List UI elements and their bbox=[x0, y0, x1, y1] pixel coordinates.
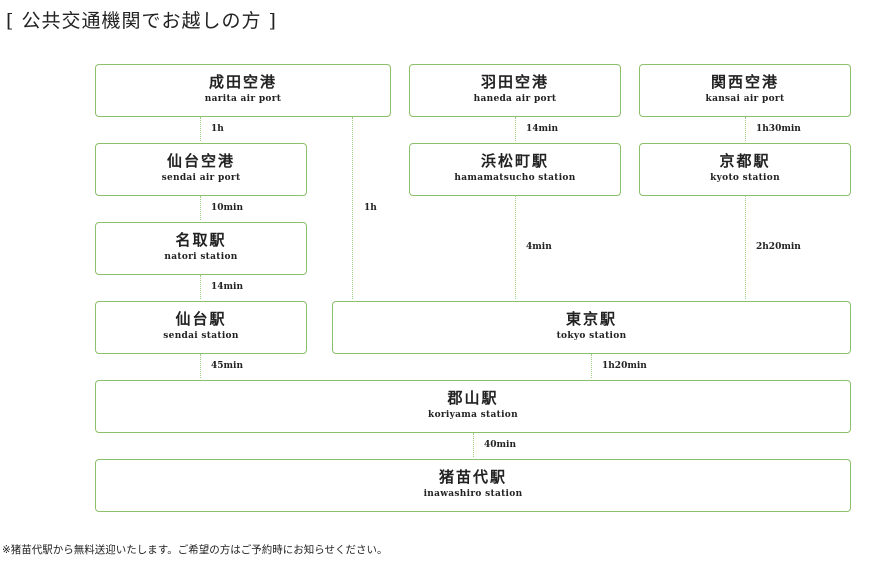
time-natori-sendai: 14min bbox=[211, 282, 244, 292]
node-hamamatsucho-name: 浜松町駅 bbox=[480, 152, 549, 170]
node-koriyama-sub: koriyama station bbox=[428, 410, 518, 420]
node-kansai-name: 関西空港 bbox=[710, 73, 779, 91]
node-sendai-name: 仙台駅 bbox=[175, 310, 227, 328]
connector-kansai-kyoto bbox=[745, 117, 746, 141]
footnote: ※猪苗代駅から無料送迎いたします。ご希望の方はご予約時にお知らせください。 bbox=[2, 544, 388, 556]
time-sendai-koriyama: 45min bbox=[211, 361, 244, 371]
time-kansai-kyoto: 1h30min bbox=[756, 124, 801, 134]
node-narita-name: 成田空港 bbox=[208, 73, 277, 91]
time-sendai-airport-natori: 10min bbox=[211, 203, 244, 213]
connector-kyoto-tokyo bbox=[745, 196, 746, 299]
node-sendai-sub: sendai station bbox=[163, 331, 239, 341]
node-koriyama-name: 郡山駅 bbox=[447, 389, 499, 407]
connector-natori-sendai bbox=[200, 275, 201, 299]
node-sendai-airport: 仙台空港 sendai air port bbox=[95, 143, 307, 196]
time-kyoto-tokyo: 2h20min bbox=[756, 242, 801, 252]
node-kansai: 関西空港 kansai air port bbox=[639, 64, 851, 117]
connector-haneda-hamamatsucho bbox=[515, 117, 516, 141]
page-title: [ 公共交通機関でお越しの方 ] bbox=[6, 10, 277, 32]
node-koriyama: 郡山駅 koriyama station bbox=[95, 380, 851, 433]
node-tokyo-sub: tokyo station bbox=[556, 331, 627, 341]
node-kyoto-name: 京都駅 bbox=[719, 152, 771, 170]
time-hamamatsucho-tokyo: 4min bbox=[526, 242, 552, 252]
connector-tokyo-koriyama bbox=[591, 354, 592, 378]
time-narita-tokyo: 1h bbox=[364, 203, 377, 213]
connector-koriyama-inawashiro bbox=[473, 433, 474, 457]
connector-narita-sendai-airport bbox=[200, 117, 201, 141]
node-narita-sub: narita air port bbox=[204, 94, 282, 104]
time-haneda-hamamatsucho: 14min bbox=[526, 124, 559, 134]
node-kyoto-sub: kyoto station bbox=[710, 173, 780, 183]
connector-sendai-airport-natori bbox=[200, 196, 201, 220]
time-narita-sendai-airport: 1h bbox=[211, 124, 224, 134]
node-natori: 名取駅 natori station bbox=[95, 222, 307, 275]
time-tokyo-koriyama: 1h20min bbox=[602, 361, 647, 371]
time-koriyama-inawashiro: 40min bbox=[484, 440, 517, 450]
node-sendai: 仙台駅 sendai station bbox=[95, 301, 307, 354]
connector-hamamatsucho-tokyo bbox=[515, 196, 516, 299]
node-inawashiro-name: 猪苗代駅 bbox=[438, 468, 507, 486]
node-natori-sub: natori station bbox=[164, 252, 238, 262]
node-sendai-airport-sub: sendai air port bbox=[161, 173, 241, 183]
node-inawashiro-sub: inawashiro station bbox=[423, 489, 523, 499]
node-hamamatsucho: 浜松町駅 hamamatsucho station bbox=[409, 143, 621, 196]
node-tokyo: 東京駅 tokyo station bbox=[332, 301, 851, 354]
node-hamamatsucho-sub: hamamatsucho station bbox=[454, 173, 576, 183]
node-tokyo-name: 東京駅 bbox=[565, 310, 617, 328]
node-inawashiro: 猪苗代駅 inawashiro station bbox=[95, 459, 851, 512]
node-haneda-sub: haneda air port bbox=[473, 94, 557, 104]
node-haneda-name: 羽田空港 bbox=[480, 73, 549, 91]
node-narita: 成田空港 narita air port bbox=[95, 64, 391, 117]
node-kyoto: 京都駅 kyoto station bbox=[639, 143, 851, 196]
node-haneda: 羽田空港 haneda air port bbox=[409, 64, 621, 117]
node-natori-name: 名取駅 bbox=[175, 231, 227, 249]
node-kansai-sub: kansai air port bbox=[705, 94, 785, 104]
node-sendai-airport-name: 仙台空港 bbox=[166, 152, 235, 170]
connector-sendai-koriyama bbox=[200, 354, 201, 378]
connector-narita-tokyo bbox=[352, 117, 353, 299]
